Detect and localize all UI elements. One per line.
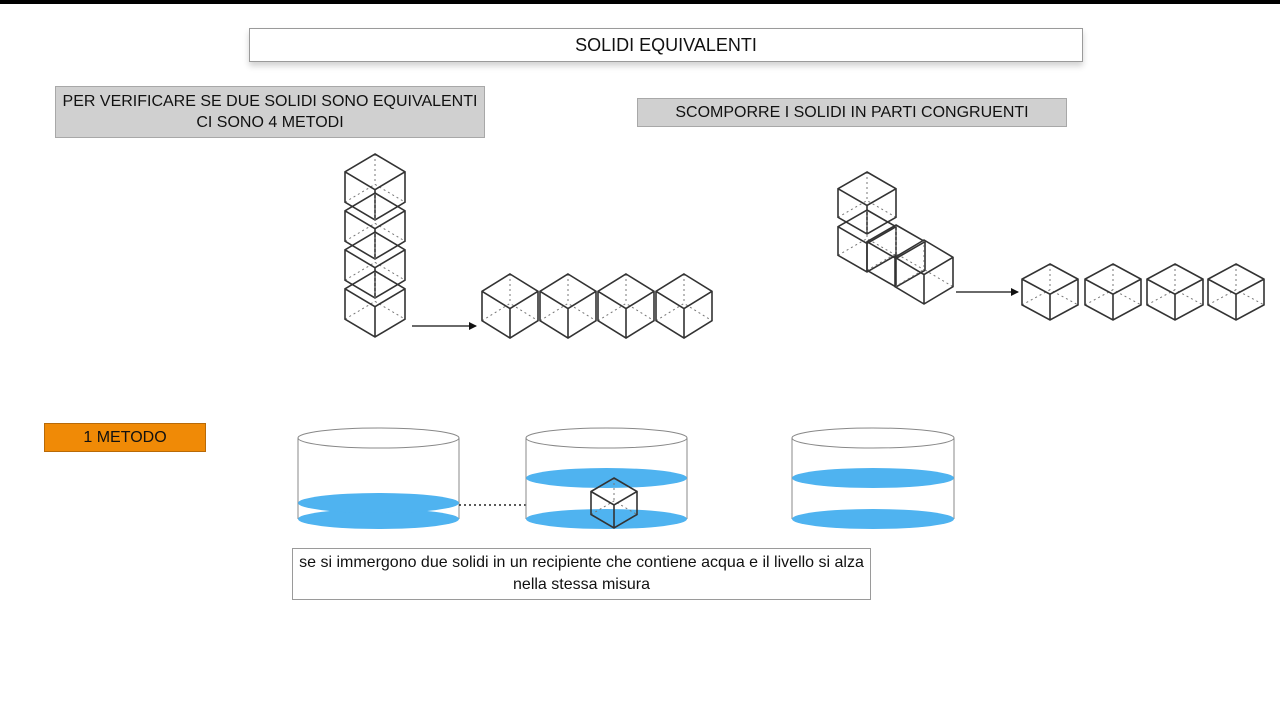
cube — [1021, 263, 1079, 321]
water-surface-low — [298, 493, 459, 513]
cube — [481, 273, 539, 339]
immersed-cube-shape — [590, 477, 638, 529]
decomposition-label: SCOMPORRE I SOLIDI IN PARTI CONGRUENTI — [637, 98, 1067, 127]
cube — [539, 273, 597, 339]
slide-title: SOLIDI EQUIVALENTI — [249, 28, 1083, 62]
stacked-cubes-column — [344, 153, 406, 338]
cube — [1146, 263, 1204, 321]
cube — [597, 273, 655, 339]
water-bottom — [792, 509, 954, 529]
container-rim — [791, 427, 955, 449]
container-raised — [791, 427, 955, 529]
stack-cube — [344, 270, 406, 338]
separated-cubes-row-left — [481, 273, 713, 339]
water-bottom — [526, 509, 687, 529]
water-bottom — [298, 509, 459, 529]
cube — [1084, 263, 1142, 321]
container-rim — [297, 427, 460, 449]
method-badge: 1 METODO — [44, 423, 206, 452]
caption-text: se si immergono due solidi in un recipie… — [292, 548, 871, 600]
container-initial — [297, 427, 460, 529]
water-surface-raised — [792, 468, 954, 488]
container-rim — [525, 427, 688, 449]
cube — [655, 273, 713, 339]
cube — [1207, 263, 1265, 321]
container-with-cube — [525, 427, 688, 529]
stair-cube — [894, 239, 954, 305]
intro-label: PER VERIFICARE SE DUE SOLIDI SONO EQUIVA… — [55, 86, 485, 138]
stack-cube — [344, 153, 406, 221]
separated-cubes-row-right — [1021, 263, 1265, 321]
immersed-cube — [590, 477, 638, 529]
stair-cube — [837, 171, 897, 235]
water-surface-raised — [526, 468, 687, 488]
top-border-bar — [0, 0, 1280, 4]
staircase-solid — [837, 171, 954, 305]
